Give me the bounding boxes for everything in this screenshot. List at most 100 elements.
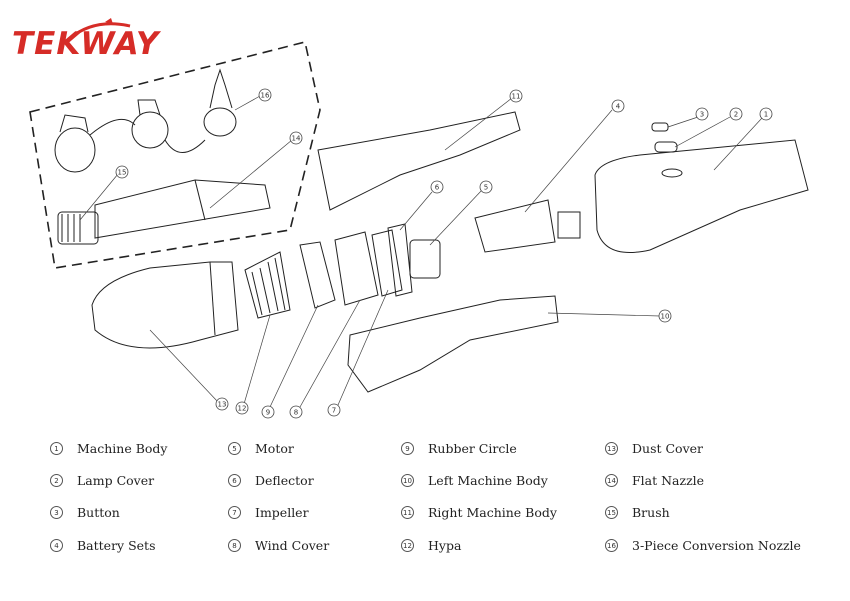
legend-number: 13	[605, 442, 618, 455]
callout-13: 13	[215, 397, 229, 411]
wind-cover-part	[334, 231, 379, 306]
legend-item: 12 Hypa	[401, 538, 461, 553]
legend-label: Motor	[255, 441, 294, 456]
svg-text:2: 2	[734, 111, 738, 119]
motor-part	[409, 239, 441, 279]
impeller-part	[371, 229, 403, 297]
svg-text:12: 12	[238, 405, 247, 413]
right-machine-body-part	[317, 111, 521, 211]
legend-item: 16 3-Piece Conversion Nozzle	[605, 538, 801, 553]
callout-16: 16	[258, 88, 272, 102]
callout-15: 15	[115, 165, 129, 179]
legend-label: Rubber Circle	[428, 441, 517, 456]
accessory-dashed-box	[29, 41, 321, 269]
flat-nozzle-part	[94, 179, 271, 239]
exploded-view-diagram	[29, 41, 809, 408]
conversion-nozzle-part	[54, 68, 237, 173]
legend-number: 3	[50, 506, 63, 519]
legend-item: 1 Machine Body	[50, 441, 168, 456]
legend-label: Impeller	[255, 505, 309, 520]
legend-number: 9	[401, 442, 414, 455]
rubber-circle-part	[299, 241, 336, 309]
svg-text:4: 4	[616, 103, 621, 111]
legend-label: Machine Body	[77, 441, 168, 456]
callout-12: 12	[235, 401, 249, 415]
callout-1: 1	[759, 107, 773, 121]
svg-text:3: 3	[700, 111, 704, 119]
legend-number: 16	[605, 539, 618, 552]
callout-8: 8	[289, 405, 303, 419]
legend-label: Left Machine Body	[428, 473, 548, 488]
dust-cover-part	[91, 261, 239, 349]
legend-label: Dust Cover	[632, 441, 704, 456]
legend-item: 9 Rubber Circle	[401, 441, 517, 456]
callout-2: 2	[729, 107, 743, 121]
logo-swoosh-icon	[69, 18, 131, 40]
legend-item: 6 Deflector	[228, 473, 314, 488]
legend-item: 10 Left Machine Body	[401, 473, 548, 488]
legend-item: 3 Button	[50, 505, 120, 520]
legend-item: 4 Battery Sets	[50, 538, 156, 553]
callout-14: 14	[289, 131, 303, 145]
legend-item: 14 Flat Nazzle	[605, 473, 704, 488]
callout-11: 11	[509, 89, 523, 103]
svg-text:7: 7	[332, 407, 336, 415]
legend-item: 11 Right Machine Body	[401, 505, 557, 520]
lamp-cover-part	[654, 141, 678, 153]
svg-text:10: 10	[661, 313, 670, 321]
callout-10: 10	[658, 309, 672, 323]
legend-item: 8 Wind Cover	[228, 538, 329, 553]
legend-label: Flat Nazzle	[632, 473, 705, 488]
svg-text:16: 16	[261, 92, 270, 100]
svg-text:8: 8	[294, 409, 298, 417]
legend-item: 7 Impeller	[228, 505, 309, 520]
legend-number: 4	[50, 539, 63, 552]
legend-number: 14	[605, 474, 618, 487]
legend-number: 5	[228, 442, 241, 455]
callout-6: 6	[430, 180, 444, 194]
left-machine-body-part	[347, 295, 559, 393]
legend-number: 10	[401, 474, 414, 487]
parts-legend: 1 Machine Body 2 Lamp Cover 3 Button 4 Battery …	[0, 430, 850, 601]
legend-number: 15	[605, 506, 618, 519]
svg-text:9: 9	[266, 409, 270, 417]
legend-label: 3-Piece Conversion Nozzle	[632, 538, 801, 553]
legend-label: Deflector	[255, 473, 314, 488]
svg-text:14: 14	[292, 135, 301, 143]
brush-part	[57, 211, 99, 245]
legend-number: 12	[401, 539, 414, 552]
legend-number: 8	[228, 539, 241, 552]
legend-label: Lamp Cover	[77, 473, 155, 488]
svg-text:6: 6	[435, 184, 440, 192]
callout-3: 3	[695, 107, 709, 121]
callout-7: 7	[327, 403, 341, 417]
legend-label: Battery Sets	[77, 538, 156, 553]
callout-9: 9	[261, 405, 275, 419]
legend-item: 15 Brush	[605, 505, 670, 520]
legend-number: 7	[228, 506, 241, 519]
legend-item: 2 Lamp Cover	[50, 473, 154, 488]
logo-text: TEKWAY	[12, 26, 160, 62]
callout-4: 4	[611, 99, 625, 113]
legend-label: Brush	[632, 505, 670, 520]
svg-text:1: 1	[764, 111, 768, 119]
legend-label: Right Machine Body	[428, 505, 557, 520]
legend-number: 1	[50, 442, 63, 455]
legend-label: Button	[77, 505, 120, 520]
legend-number: 11	[401, 506, 414, 519]
legend-number: 2	[50, 474, 63, 487]
battery-sets-part	[474, 199, 581, 253]
legend-label: Wind Cover	[255, 538, 330, 553]
legend-item: 13 Dust Cover	[605, 441, 703, 456]
legend-label: Hypa	[428, 538, 462, 553]
machine-body-part	[594, 139, 809, 253]
svg-text:5: 5	[484, 184, 488, 192]
svg-text:13: 13	[218, 401, 227, 409]
svg-text:15: 15	[118, 169, 127, 177]
callout-5: 5	[479, 180, 493, 194]
hypa-filter-part	[244, 251, 291, 319]
legend-number: 6	[228, 474, 241, 487]
svg-text:11: 11	[512, 93, 521, 101]
deflector-part	[387, 223, 413, 297]
